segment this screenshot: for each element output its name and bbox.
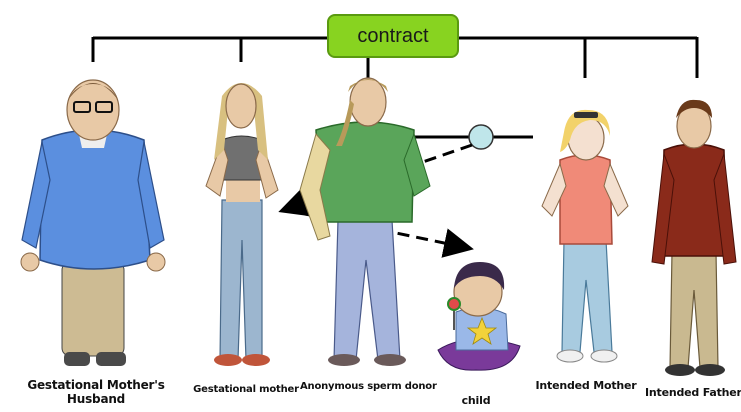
child-figure — [437, 262, 521, 371]
union-node — [468, 124, 494, 150]
label-intended-father: Intended Father — [645, 386, 741, 399]
label-intended-mother: Intended Mother — [535, 379, 637, 392]
sperm-donor-figure — [299, 77, 431, 366]
label-sperm-donor: Anonymous sperm donor — [300, 381, 437, 392]
contract-box: contract — [327, 14, 459, 58]
contract-connectors — [91, 36, 699, 78]
contract-label: contract — [357, 24, 429, 47]
intended-father-figure — [651, 99, 737, 376]
label-husband: Gestational Mother's Husband — [27, 378, 165, 406]
label-child: child — [461, 394, 491, 407]
husband-figure — [20, 79, 166, 366]
intended-mother-figure — [541, 109, 629, 363]
label-gestational-mother: Gestational mother — [193, 384, 299, 395]
gestational-mother-figure — [205, 83, 279, 366]
